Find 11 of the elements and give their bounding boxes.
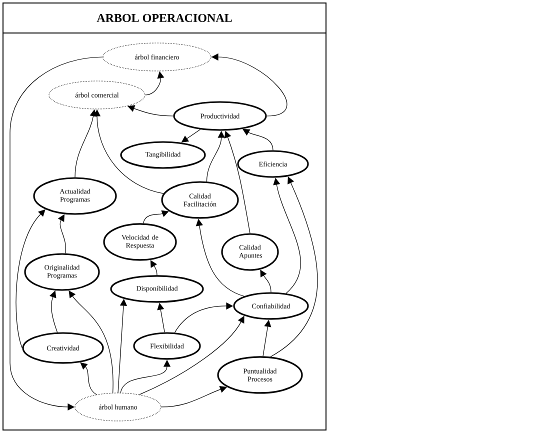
arrow — [80, 362, 97, 395]
arrow — [58, 214, 66, 254]
arrow — [150, 260, 158, 276]
arrow — [16, 209, 46, 348]
arrow — [143, 210, 169, 224]
arrow — [260, 270, 272, 292]
arrow — [50, 290, 58, 333]
arrow — [270, 176, 318, 358]
arrow — [68, 290, 114, 394]
arrow — [128, 105, 174, 116]
title: ARBOL OPERACIONAL — [96, 14, 232, 22]
